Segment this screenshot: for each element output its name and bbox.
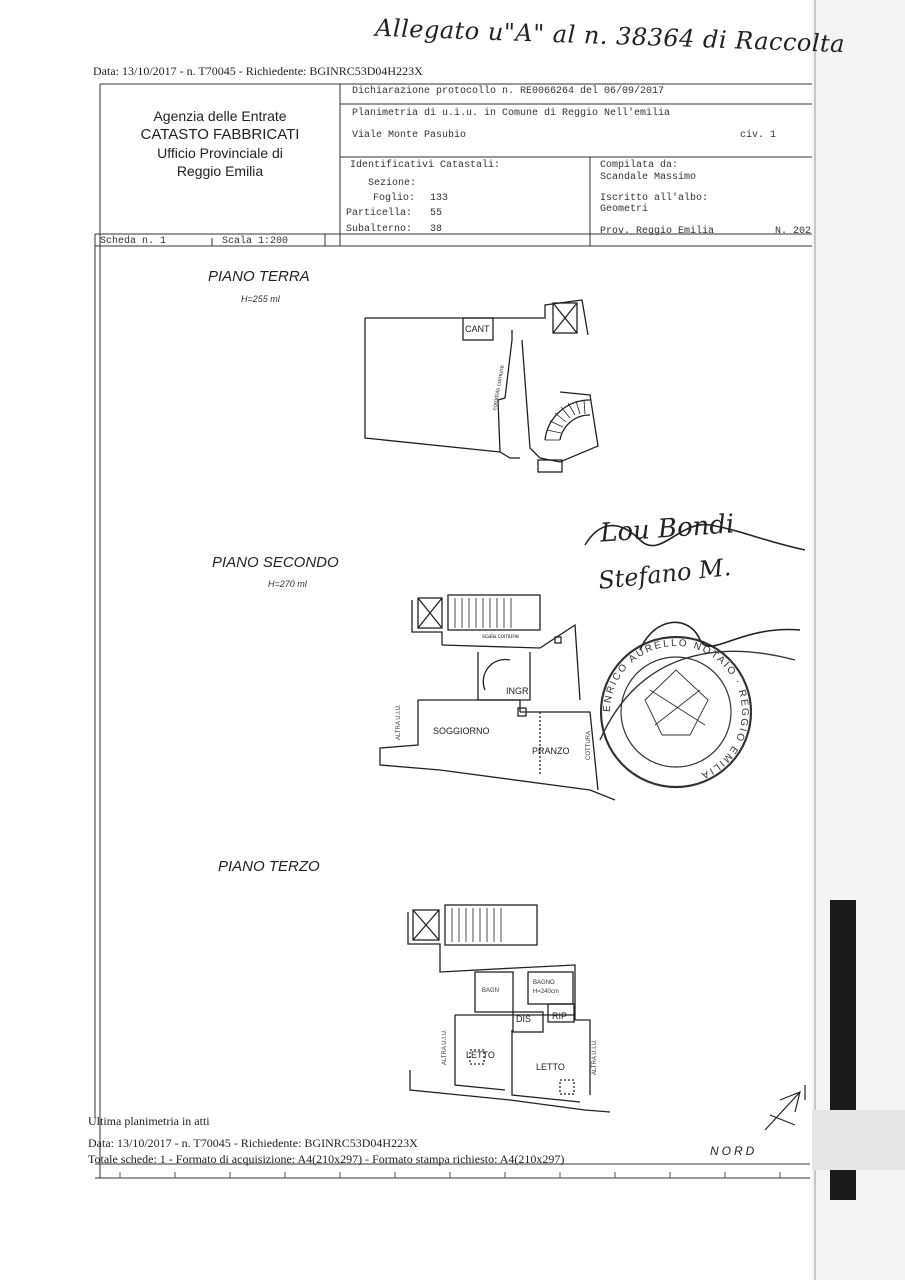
label-altra-uiu-2: ALTRA U.I.U. bbox=[396, 704, 402, 740]
label-soggiorno: SOGGIORNO bbox=[433, 726, 490, 736]
label-cottura: COTTURA bbox=[586, 731, 592, 760]
office-city: Reggio Emilia bbox=[176, 163, 264, 179]
identifiers-title: Identificativi Catastali: bbox=[350, 160, 501, 171]
stamp-text: ENRICO AURELLO NOTAIO · REGGIO EMILIA bbox=[602, 638, 750, 781]
sezione-label: Sezione: bbox=[368, 178, 417, 189]
label-scala-comune: scala comune bbox=[482, 634, 520, 640]
scala-label: Scala 1:200 bbox=[222, 236, 289, 247]
footer-totale: Totale schede: 1 - Formato di acquisizio… bbox=[88, 1152, 565, 1166]
foglio-label: Foglio: bbox=[373, 193, 416, 204]
office-name: Ufficio Provinciale di bbox=[157, 145, 283, 161]
label-pranzo: PRANZO bbox=[532, 746, 570, 756]
declaration-protocol: Dichiarazione protocollo n. RE0066264 de… bbox=[352, 86, 665, 97]
compiler-number: N. 202 bbox=[775, 226, 812, 237]
floor-title-terra: PIANO TERRA bbox=[208, 268, 310, 285]
svg-text:ENRICO AURELLO NOTAIO · REGGIO: ENRICO AURELLO NOTAIO · REGGIO EMILIA bbox=[602, 638, 750, 781]
label-rip: RIP bbox=[552, 1011, 568, 1021]
footer-data-line: Data: 13/10/2017 - n. T70045 - Richieden… bbox=[88, 1136, 418, 1150]
footer-ultima: Ultima planimetria in atti bbox=[88, 1114, 210, 1128]
north-arrow bbox=[764, 1085, 806, 1131]
particella-value: 55 bbox=[430, 208, 443, 219]
foglio-value: 133 bbox=[430, 193, 449, 204]
floor-title-terzo: PIANO TERZO bbox=[218, 858, 320, 875]
floor-height-secondo: H=270 ml bbox=[268, 579, 307, 589]
label-altra-uiu-3-left: ALTRA U.I.U. bbox=[442, 1029, 448, 1065]
agency-name: Agenzia delle Entrate bbox=[153, 108, 287, 124]
nord-label: NORD bbox=[710, 1144, 758, 1158]
particella-label: Particella: bbox=[346, 208, 413, 219]
stamp-ring-text: ENRICO AURELLO NOTAIO · REGGIO EMILIA bbox=[602, 638, 748, 781]
label-altra-uiu-3-right: ALTRA U.I.U. bbox=[592, 1039, 598, 1075]
label-letto-1: LETTO bbox=[466, 1050, 495, 1060]
signature-marks bbox=[584, 523, 806, 651]
label-bagno: BAGNO bbox=[533, 980, 555, 986]
compiler-iscritto: Iscritto all'albo: bbox=[600, 193, 709, 204]
floor-title-secondo: PIANO SECONDO bbox=[212, 554, 339, 571]
subalterno-value: 38 bbox=[430, 224, 443, 235]
compiler-albo: Geometri bbox=[600, 204, 649, 215]
label-bagno-small: BAGN bbox=[482, 988, 500, 994]
declaration-address: Viale Monte Pasubio bbox=[352, 130, 467, 141]
declaration-planimetry: Planimetria di u.i.u. in Comune di Reggi… bbox=[352, 108, 671, 119]
request-line-top: Data: 13/10/2017 - n. T70045 - Richieden… bbox=[93, 64, 423, 78]
label-ingr: INGR bbox=[506, 686, 529, 696]
compiler-prov: Prov. Reggio Emilia bbox=[600, 226, 715, 237]
subalterno-label: Subalterno: bbox=[346, 224, 413, 235]
agency-block: Agenzia delle Entrate CATASTO FABBRICATI… bbox=[105, 108, 335, 179]
label-cant: CANT bbox=[465, 324, 490, 334]
plan-piano-terra bbox=[364, 299, 599, 473]
label-dis: DIS bbox=[516, 1014, 532, 1024]
notary-stamp bbox=[599, 635, 796, 789]
label-letto-2: LETTO bbox=[536, 1062, 565, 1072]
compiler-title: Compilata da: bbox=[600, 160, 679, 171]
catasto-title: CATASTO FABBRICATI bbox=[140, 126, 300, 143]
scheda-label: Scheda n. 1 bbox=[100, 236, 167, 247]
label-bagno-height: H=240cm bbox=[533, 989, 559, 995]
declaration-civ: civ. 1 bbox=[740, 130, 777, 141]
plan-piano-secondo bbox=[379, 594, 616, 801]
floor-height-terra: H=255 ml bbox=[241, 294, 280, 304]
plan-piano-terzo bbox=[407, 904, 611, 1113]
compiler-name: Scandale Massimo bbox=[600, 172, 697, 183]
